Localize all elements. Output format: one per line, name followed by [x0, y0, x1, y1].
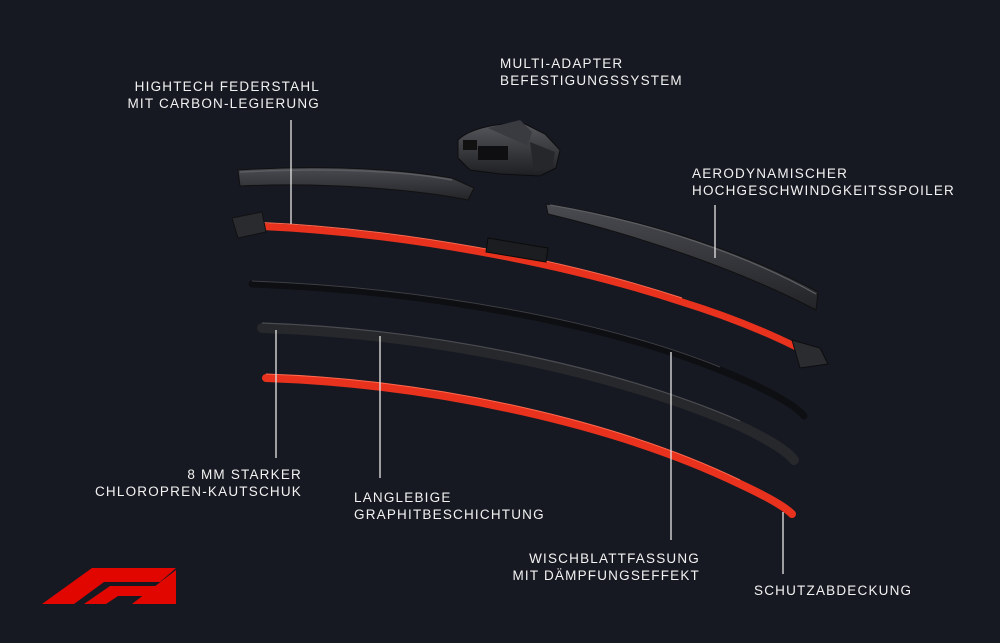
protective-cover-part — [262, 373, 796, 518]
label-graphite-line2: GRAPHITBESCHICHTUNG — [354, 507, 545, 522]
label-rubber-line2: CHLOROPREN-KAUTSCHUK — [94, 484, 302, 499]
label-adapter-line1: MULTI-ADAPTER — [500, 56, 624, 71]
label-spoiler-line1: AERODYNAMISCHER — [692, 166, 849, 181]
leader-lines — [275, 120, 784, 574]
label-spring-steel-line1: HIGHTECH FEDERSTAHL — [134, 79, 320, 94]
label-cover: SCHUTZABDECKUNG — [754, 582, 912, 599]
label-frame-line1: WISCHBLATTFASSUNG — [529, 551, 700, 566]
spoiler-long-part — [545, 203, 819, 311]
spring-steel-part — [231, 211, 829, 369]
label-graphite: LANGLEBIGE GRAPHITBESCHICHTUNG — [354, 489, 545, 523]
label-spoiler: AERODYNAMISCHER HOCHGESCHWINDGKEITSSPOIL… — [692, 165, 955, 199]
label-rubber-line1: 8 MM STARKER — [187, 467, 302, 482]
label-graphite-line1: LANGLEBIGE — [354, 490, 452, 505]
label-frame: WISCHBLATTFASSUNG MIT DÄMPFUNGSEFFEKT — [512, 550, 700, 584]
trademark-mark: TM — [150, 598, 159, 604]
label-cover-line1: SCHUTZABDECKUNG — [754, 583, 913, 598]
damping-frame-part — [248, 280, 808, 420]
f1-logo — [42, 568, 176, 604]
label-adapter-line2: BEFESTIGUNGSSYSTEM — [500, 73, 683, 88]
adapter-part — [457, 120, 561, 177]
label-adapter: MULTI-ADAPTER BEFESTIGUNGSSYSTEM — [500, 55, 683, 89]
label-spring-steel-line2: MIT CARBON-LEGIERUNG — [127, 96, 320, 111]
label-rubber: 8 MM STARKER CHLOROPREN-KAUTSCHUK — [95, 466, 302, 500]
label-frame-line2: MIT DÄMPFUNGSEFFEKT — [512, 568, 700, 583]
spoiler-short-part — [237, 167, 475, 201]
rubber-graphite-part — [257, 322, 799, 465]
label-spring-steel: HIGHTECH FEDERSTAHL MIT CARBON-LEGIERUNG — [127, 78, 320, 112]
label-spoiler-line2: HOCHGESCHWINDGKEITSSPOILER — [692, 183, 955, 198]
